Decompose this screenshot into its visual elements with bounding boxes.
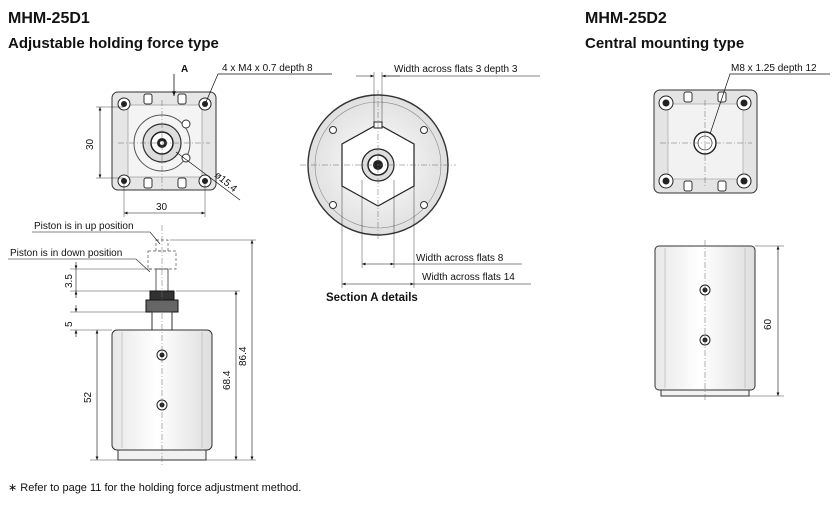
left-top-view: A 4 x M4 x 0.7 depth 8 ø15.4 30 30 [85, 63, 332, 217]
dim-30-vertical: 30 [85, 138, 96, 150]
piston-down-label: Piston is in down position [10, 248, 122, 259]
section-marker-a: A [181, 64, 188, 75]
right-model-subtitle: Central mounting type [585, 35, 745, 52]
dim-3-5: 3.5 [64, 274, 75, 288]
center-thread-label: M8 x 1.25 depth 12 [731, 63, 817, 74]
dim-60: 60 [763, 318, 774, 330]
dim-86-4: 86.4 [238, 346, 249, 366]
flats-14-label: Width across flats 14 [422, 272, 515, 283]
section-a-view: Width across flats 3 depth 3 Width acros… [300, 64, 540, 304]
flats-8-label: Width across flats 8 [416, 253, 504, 264]
right-top-view: M8 x 1.25 depth 12 [653, 63, 830, 194]
section-a-caption: Section A details [326, 292, 418, 304]
footnote: ∗ Refer to page 11 for the holding force… [8, 482, 302, 494]
mount-hole [198, 174, 212, 188]
mount-hole [198, 97, 212, 111]
mount-hole [736, 173, 752, 189]
mount-hole [658, 95, 674, 111]
left-side-view: Piston is in up position Piston is in do… [8, 221, 256, 465]
dim-5: 5 [64, 321, 75, 327]
piston-up-label: Piston is in up position [34, 221, 134, 232]
right-model-title: MHM-25D2 [585, 10, 667, 27]
dim-68-4: 68.4 [222, 370, 233, 390]
right-side-view: 60 [654, 240, 784, 400]
mount-hole [658, 173, 674, 189]
mount-hole [117, 97, 131, 111]
dim-52: 52 [83, 391, 94, 403]
left-model-title: MHM-25D1 [8, 10, 90, 27]
left-model-subtitle: Adjustable holding force type [8, 35, 219, 52]
flats-3-label: Width across flats 3 depth 3 [394, 64, 518, 75]
mount-holes-label: 4 x M4 x 0.7 depth 8 [222, 63, 313, 74]
dim-30-horizontal: 30 [156, 202, 168, 213]
mount-hole [736, 95, 752, 111]
